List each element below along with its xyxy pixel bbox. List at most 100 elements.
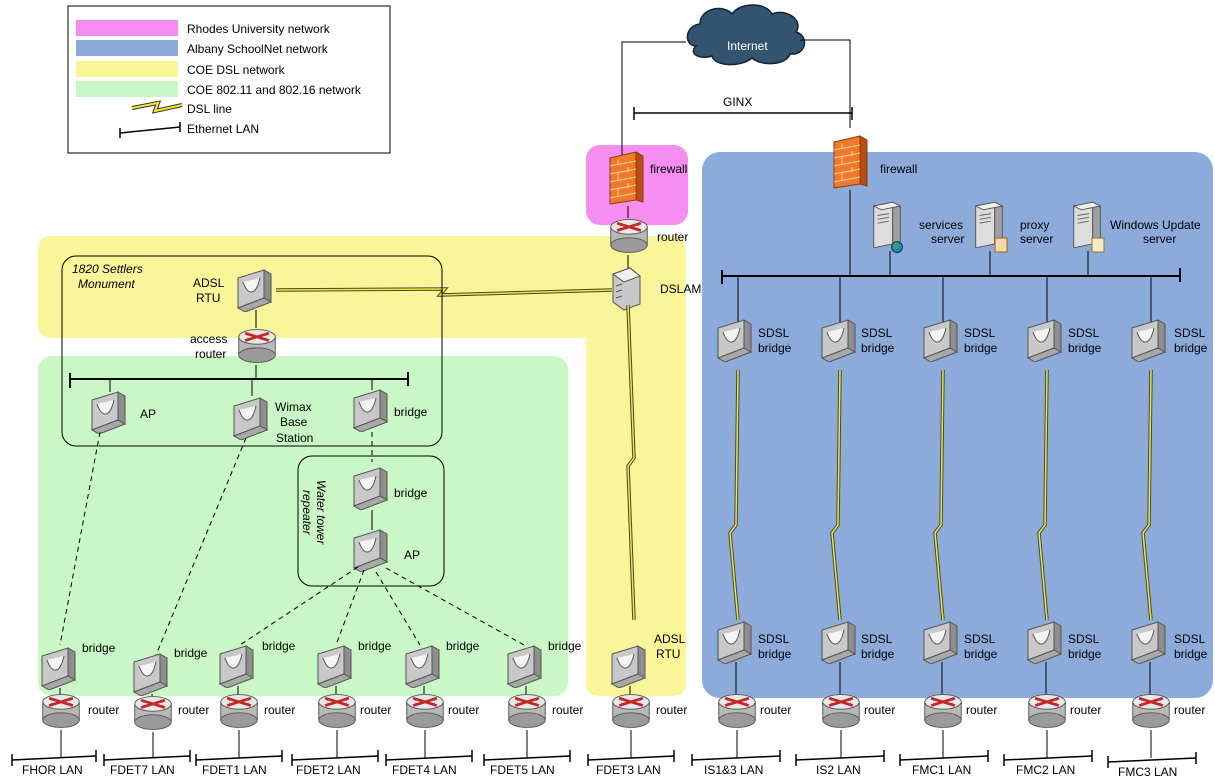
router-label-fdet4: router xyxy=(448,703,479,717)
water-tower-box xyxy=(297,455,445,587)
lan-label-fmc1: FMC1 LAN xyxy=(912,763,971,777)
dslam-label: DSLAM xyxy=(660,282,701,296)
bridge-label-monument: bridge xyxy=(394,405,428,419)
bridge-label-fdet5: bridge xyxy=(548,639,582,653)
proxy-server-label-1: proxy xyxy=(1020,218,1049,232)
bridge-label-fdet7: bridge xyxy=(174,646,208,660)
router-icon-fmc1 xyxy=(923,693,963,729)
dslam-icon xyxy=(611,267,641,311)
sdsl-bottom-3-b: bridge xyxy=(964,647,998,661)
wireless-links xyxy=(59,431,525,656)
lan-label-fmc2: FMC2 LAN xyxy=(1016,763,1075,777)
windows-update-label-1: Windows Update xyxy=(1110,218,1201,232)
access-router-label-1: access xyxy=(190,332,227,346)
router-label-is13: router xyxy=(760,703,791,717)
router-icon-fmc3 xyxy=(1131,693,1171,729)
sdsl-top-4-b: bridge xyxy=(1068,341,1102,355)
router-label-fdet5: router xyxy=(552,703,583,717)
windows-update-badge-icon xyxy=(1091,237,1105,253)
water-tower-label-1: Water tower xyxy=(314,480,328,545)
coe-wireless-region xyxy=(38,356,568,696)
lan-label-fmc3: FMC3 LAN xyxy=(1118,765,1177,778)
sdsl-top-3-b: bridge xyxy=(964,341,998,355)
lan-label-fdet4: FDET4 LAN xyxy=(392,763,457,777)
router-icon-rhodes xyxy=(609,218,649,254)
lan-label-fdet5: FDET5 LAN xyxy=(490,763,555,777)
settlers-monument-box xyxy=(61,255,443,447)
router-icon-fdet2 xyxy=(317,693,357,729)
router-icon-is13 xyxy=(717,693,757,729)
lan-label-is13: IS1&3 LAN xyxy=(704,763,763,777)
router-icon-is2 xyxy=(821,693,861,729)
legend-swatch-coe-wireless xyxy=(76,81,178,97)
legend-rhodes-label: Rhodes University network xyxy=(187,22,331,36)
internet-label: Internet xyxy=(727,39,768,53)
router-label-rhodes: router xyxy=(657,230,688,244)
lan-label-fdet2: FDET2 LAN xyxy=(296,763,361,777)
legend-swatch-albany xyxy=(76,40,178,56)
router-label-fdet1: router xyxy=(264,703,295,717)
legend-ethernet-line-icon xyxy=(119,126,181,134)
legend: Rhodes University network Albany SchoolN… xyxy=(67,5,391,154)
sdsl-top-1-b: bridge xyxy=(758,341,792,355)
internet-cloud: Internet xyxy=(686,4,806,66)
sdsl-top-4-a: SDSL xyxy=(1068,326,1100,340)
services-server-label-1: services xyxy=(919,218,963,232)
router-icon-fhor xyxy=(41,693,81,729)
router-icon-fdet5 xyxy=(507,693,547,729)
water-tower-label-2: repeater xyxy=(300,490,314,536)
sdsl-bottom-5-a: SDSL xyxy=(1174,632,1206,646)
router-icon-fdet7 xyxy=(133,695,173,731)
bridge-label-fdet4: bridge xyxy=(446,639,480,653)
sdsl-bottom-4-a: SDSL xyxy=(1068,632,1100,646)
lan-label-fhor: FHOR LAN xyxy=(22,763,83,777)
adsl-label-fdet3-1: ADSL xyxy=(654,632,686,646)
lan-label-fdet7: FDET7 LAN xyxy=(110,763,175,777)
legend-albany-label: Albany SchoolNet network xyxy=(187,42,329,56)
router-label-is2: router xyxy=(864,703,895,717)
router-label-fhor: router xyxy=(88,703,119,717)
services-server-icon xyxy=(873,201,901,249)
settlers-label-line2: Monument xyxy=(78,277,135,291)
router-icon-fdet3 xyxy=(611,693,651,729)
legend-coe-wireless-label: COE 802.11 and 802.16 network xyxy=(187,83,362,97)
sdsl-bottom-1-b: bridge xyxy=(758,647,792,661)
legend-swatch-rhodes xyxy=(76,20,178,36)
adsl-rtu-label-top-1: ADSL xyxy=(193,276,225,290)
sdsl-top-5-a: SDSL xyxy=(1174,326,1206,340)
proxy-badge-icon xyxy=(994,237,1008,253)
settlers-label-line1: 1820 Settlers xyxy=(72,262,143,276)
bridge-label-fdet1: bridge xyxy=(262,639,296,653)
bridge-label-fhor: bridge xyxy=(82,641,116,655)
router-label-fmc2: router xyxy=(1070,703,1101,717)
sdsl-top-1-a: SDSL xyxy=(758,326,790,340)
proxy-server-label-2: server xyxy=(1020,232,1053,246)
legend-dsl-line-label: DSL line xyxy=(187,102,232,116)
legend-swatch-coe-dsl xyxy=(76,61,178,77)
bridge-label-water-tower: bridge xyxy=(394,486,428,500)
windows-update-label-2: server xyxy=(1143,232,1176,246)
services-server-label-2: server xyxy=(931,232,964,246)
adsl-label-fdet3-2: RTU xyxy=(656,647,680,661)
sdsl-bottom-2-b: bridge xyxy=(861,647,895,661)
router-label-fdet3: router xyxy=(656,703,687,717)
lan-label-is2: IS2 LAN xyxy=(816,763,861,777)
access-router-label-2: router xyxy=(195,347,226,361)
firewall-label-rhodes: firewall xyxy=(650,162,687,176)
router-label-fdet2: router xyxy=(360,703,391,717)
firewall-icon-albany xyxy=(833,135,868,189)
legend-coe-dsl-label: COE DSL network xyxy=(187,63,286,77)
sdsl-bottom-2-a: SDSL xyxy=(861,632,893,646)
ap-label-monument: AP xyxy=(140,407,156,421)
router-label-fmc3: router xyxy=(1174,703,1205,717)
access-router-icon xyxy=(237,328,277,364)
sdsl-top-2-b: bridge xyxy=(861,341,895,355)
sdsl-bottom-1-a: SDSL xyxy=(758,632,790,646)
wimax-label-2: Base xyxy=(280,415,308,429)
sdsl-top-5-b: bridge xyxy=(1174,341,1208,355)
albany-network-region xyxy=(702,152,1213,698)
sdsl-bottom-3-a: SDSL xyxy=(964,632,996,646)
wimax-label-3: Station xyxy=(276,431,313,445)
sdsl-bottom-5-b: bridge xyxy=(1174,647,1208,661)
